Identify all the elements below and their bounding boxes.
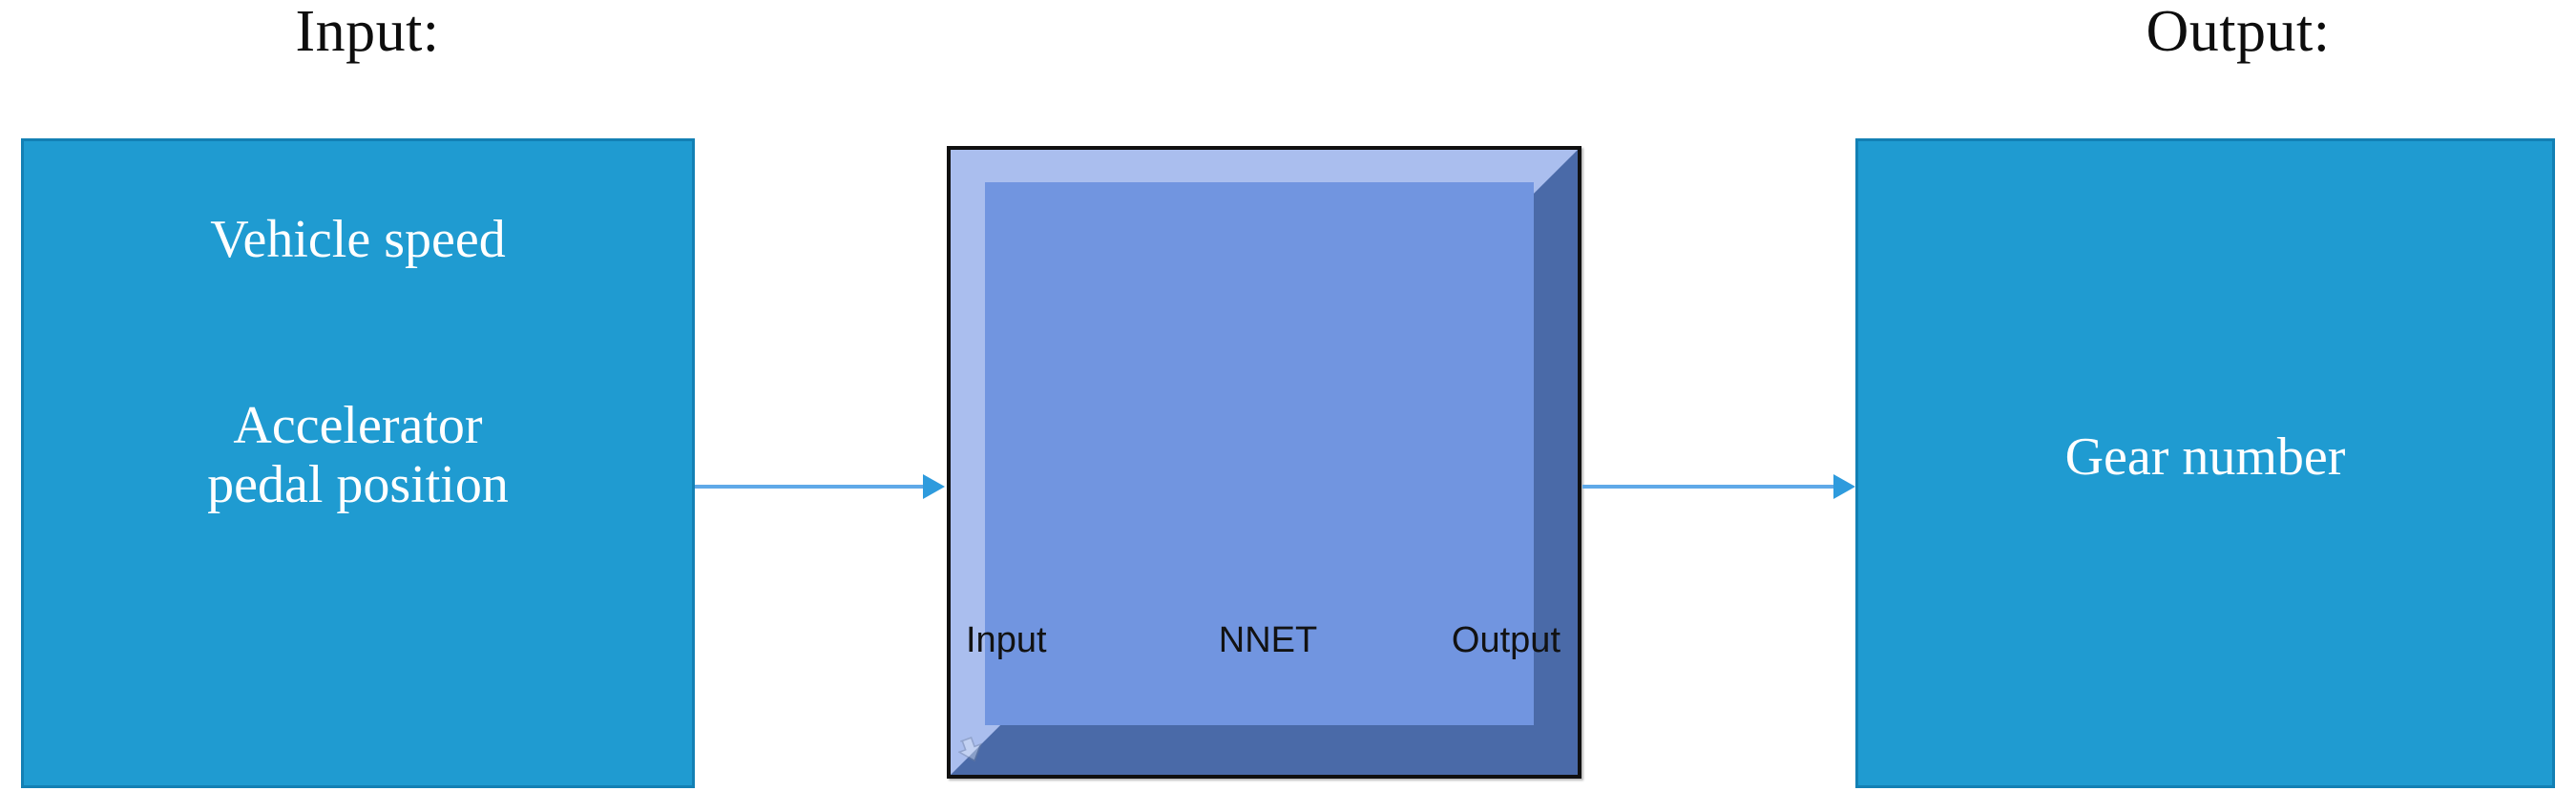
arrow-nnet-to-output: [1582, 474, 1855, 499]
nnet-block-name-label: NNET: [1218, 620, 1318, 660]
output-label-gear-number: Gear number: [2064, 427, 2346, 487]
input-label-accelerator-pedal-position: Accelerator pedal position: [207, 395, 509, 515]
nnet-face: [985, 182, 1534, 725]
input-label-vehicle-speed: Vehicle speed: [210, 210, 506, 269]
arrow-input-to-nnet: [695, 474, 945, 499]
output-variable-box: Gear number: [1855, 138, 2555, 788]
arrow-shaft: [695, 485, 925, 489]
input-variables-box: Vehicle speed Accelerator pedal position: [21, 138, 695, 788]
nnet-port-label-output: Output: [1451, 620, 1560, 660]
input-section-heading: Input:: [295, 0, 440, 64]
arrow-head-icon: [1833, 474, 1855, 499]
arrow-head-icon: [923, 474, 945, 499]
nnet-port-label-input: Input: [966, 620, 1047, 660]
nnet-block[interactable]: Input NNET Output: [947, 146, 1581, 779]
arrow-shaft: [1582, 485, 1835, 489]
output-section-heading: Output:: [2146, 0, 2331, 64]
